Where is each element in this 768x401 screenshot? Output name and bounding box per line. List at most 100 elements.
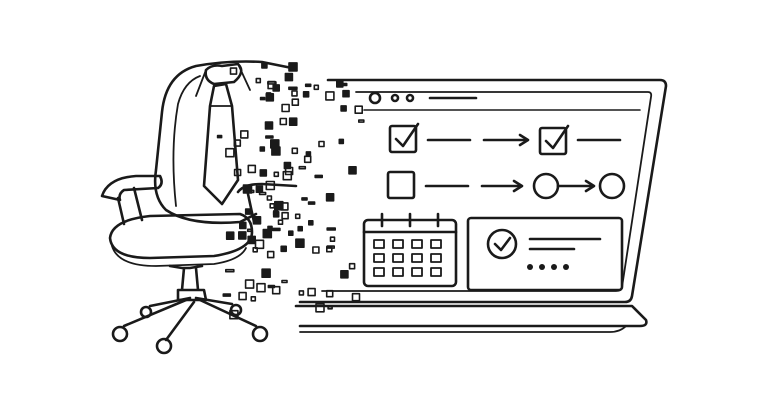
arrow-head-icon <box>518 133 530 147</box>
dissolve-pixel <box>283 161 292 170</box>
progress-dot <box>551 264 557 270</box>
progress-dot <box>527 264 533 270</box>
calendar-day-cell <box>430 267 442 277</box>
calendar-day-cell <box>430 239 442 249</box>
dissolve-pixel <box>313 84 320 91</box>
dissolve-pixel <box>255 77 262 84</box>
dissolve-pixel <box>342 89 350 98</box>
dissolve-pixel <box>312 246 320 254</box>
chair-armrest-left-post <box>116 186 144 226</box>
dissolve-pixel <box>281 103 290 113</box>
dissolve-pixel <box>354 105 364 114</box>
chair-base-leg <box>148 296 192 308</box>
chair-backrest <box>153 60 294 225</box>
dissolve-pixel <box>272 210 279 216</box>
window-title-bar <box>363 91 641 111</box>
dissolve-pixel <box>273 200 284 211</box>
dissolve-pixel <box>305 151 312 157</box>
dissolve-pixel <box>262 228 273 239</box>
dissolve-pixel <box>250 295 257 302</box>
dissolve-pixel <box>271 146 281 156</box>
dissolve-pixel <box>294 213 301 220</box>
dissolve-pixel <box>325 289 334 298</box>
calendar-day-cell <box>411 239 423 249</box>
dissolve-pixel <box>348 166 357 175</box>
laptop <box>294 78 668 333</box>
window-dot-1 <box>368 91 382 105</box>
dissolve-pixel <box>259 146 266 152</box>
calendar-icon <box>362 212 458 288</box>
dissolve-pixel <box>254 239 265 250</box>
dissolve-pixel <box>259 96 266 101</box>
dissolve-pixel <box>266 250 275 259</box>
window-dot-2 <box>390 93 400 103</box>
dissolve-pixel <box>314 174 324 179</box>
dissolve-pixel <box>267 284 276 289</box>
dissolve-pixel <box>239 221 247 230</box>
dissolve-pixel <box>340 105 347 112</box>
dissolve-pixel <box>291 90 298 97</box>
dissolve-pixel <box>307 287 316 297</box>
dissolve-pixel <box>238 231 247 240</box>
dissolve-pixel <box>225 147 235 158</box>
checkmark-icon <box>493 236 512 252</box>
dissolve-pixel <box>247 164 257 174</box>
checkmark-icon <box>394 122 420 148</box>
workflow-node-icon <box>532 172 560 200</box>
chair-base-leg <box>194 296 234 306</box>
dissolve-pixel <box>240 130 249 139</box>
dissolve-pixel <box>325 193 335 202</box>
dissolve-pixel <box>271 285 281 295</box>
chair-backrest-inner <box>172 75 201 207</box>
window-dot-3 <box>405 93 415 103</box>
chair-base-leg <box>198 298 258 328</box>
dissolve-pixel <box>247 235 256 245</box>
dissolve-pixel <box>259 169 268 177</box>
office-chair <box>100 60 298 355</box>
dissolve-pixel-cloud <box>216 62 365 320</box>
dissolve-pixel <box>303 155 312 164</box>
dissolve-pixel <box>291 98 300 106</box>
dissolve-pixel <box>288 86 298 91</box>
dissolve-pixel <box>233 168 242 177</box>
progress-dot <box>539 264 545 270</box>
dissolve-pixel <box>216 134 223 139</box>
chair-gas-lift <box>168 264 208 302</box>
dissolve-pixel <box>246 228 253 233</box>
dissolve-pixel <box>225 268 235 273</box>
dissolve-pixel <box>266 195 273 201</box>
dissolve-pixel <box>326 227 337 231</box>
dissolve-pixel <box>304 83 312 88</box>
laptop-base <box>294 304 648 328</box>
dissolve-pixel <box>298 165 307 170</box>
dissolve-pixel <box>244 279 255 289</box>
dissolve-pixel <box>273 171 280 178</box>
check-circle-icon <box>486 228 518 260</box>
tie-icon <box>202 82 240 206</box>
dissolve-pixel <box>329 236 336 242</box>
calendar-day-cell <box>373 253 385 263</box>
dissolve-pixel <box>265 135 274 139</box>
calendar-day-cell <box>411 267 423 277</box>
dissolve-pixel <box>351 292 361 302</box>
calendar-day-cell <box>373 267 385 277</box>
dissolve-pixel <box>256 282 266 293</box>
dissolve-pixel <box>225 231 235 240</box>
progress-dot <box>563 264 569 270</box>
dissolve-pixel <box>238 291 247 301</box>
dissolve-pixel <box>338 138 345 145</box>
checked-box-icon <box>388 124 418 154</box>
chair-caster <box>155 337 173 355</box>
dissolve-pixel <box>326 245 336 249</box>
dissolve-pixel <box>222 293 232 297</box>
chair-base-leg <box>164 300 196 342</box>
dissolve-pixel <box>348 262 356 270</box>
dissolve-pixel <box>297 225 304 232</box>
dissolve-pixel <box>265 180 276 191</box>
calendar-day-cell <box>392 267 404 277</box>
dissolve-pixel <box>267 80 276 90</box>
dissolve-pixel <box>277 219 284 225</box>
dissolve-pixel <box>284 166 294 176</box>
